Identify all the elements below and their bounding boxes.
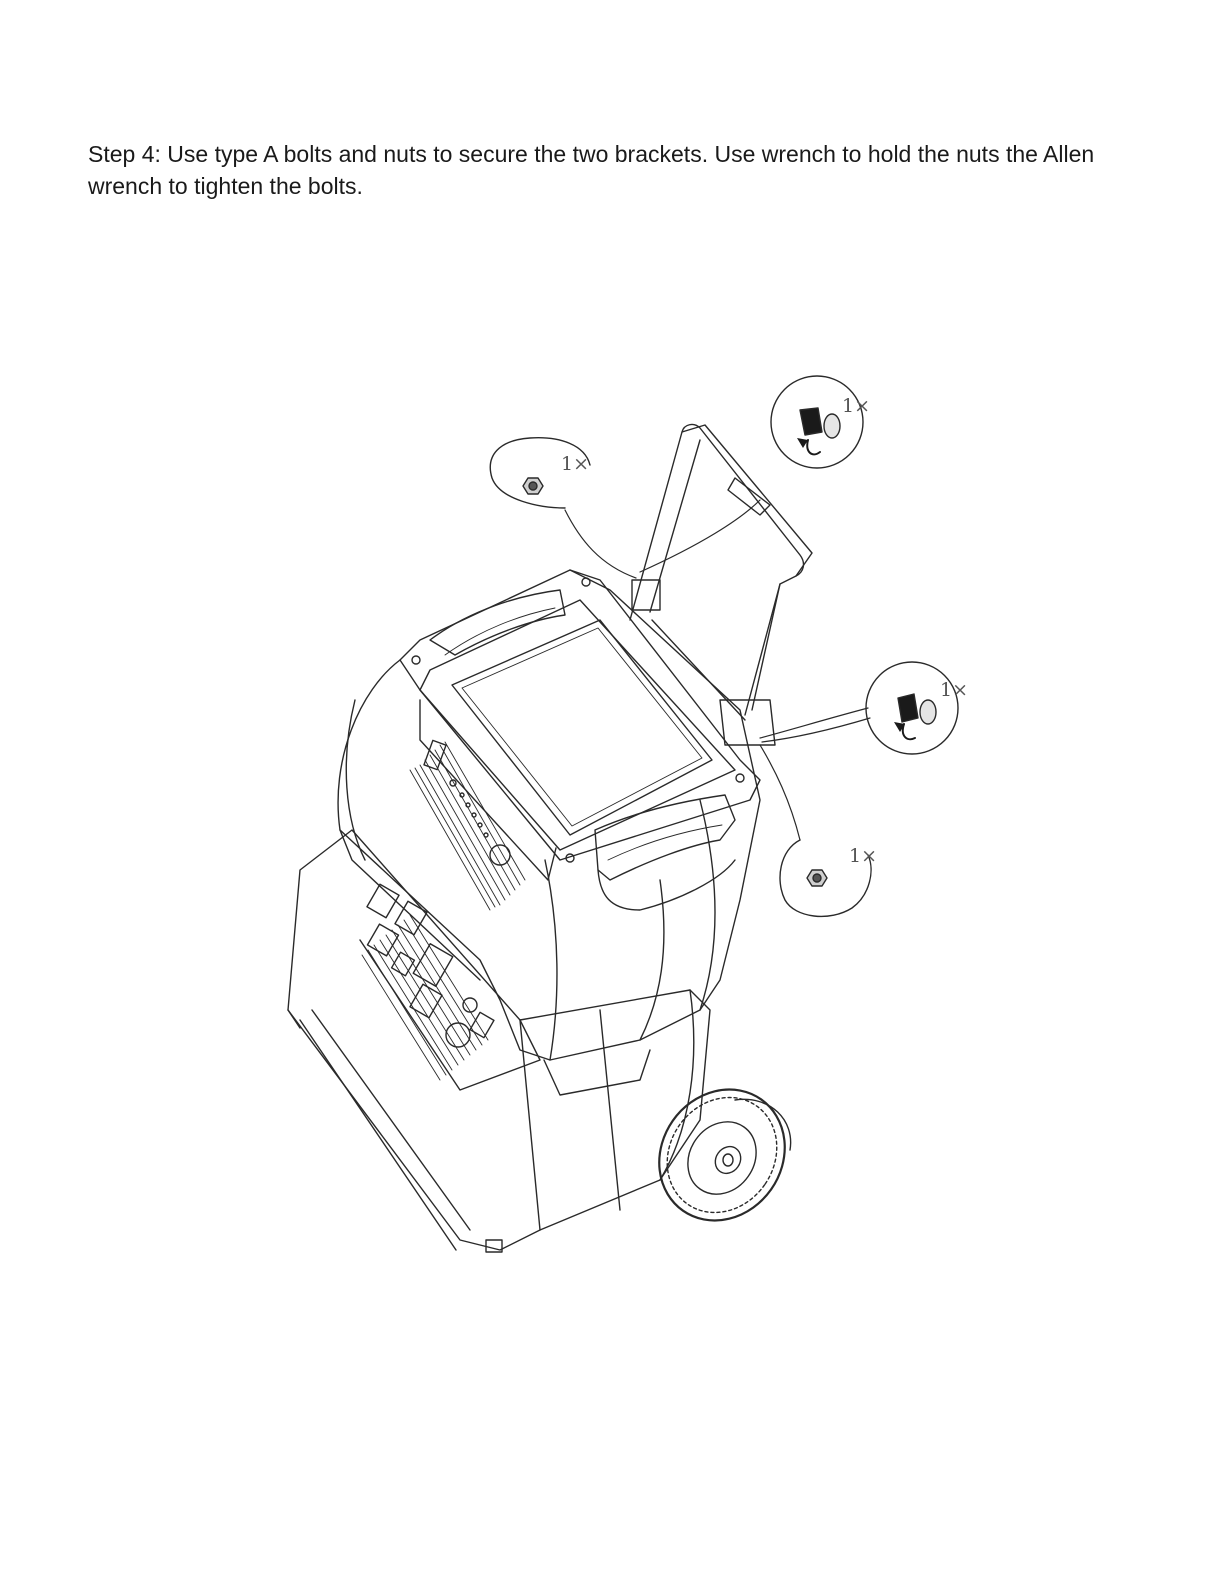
callout-leaders	[565, 500, 870, 840]
wheel	[634, 1065, 810, 1245]
callout-nut-bottom-right: 1×	[780, 840, 877, 916]
qty-label: 1×	[842, 395, 870, 417]
nut-icon	[807, 870, 827, 886]
callout-bolt-right: 1×	[866, 662, 968, 754]
callout-bolt-top-right: 1×	[771, 376, 870, 468]
nut-icon	[523, 478, 543, 494]
qty-label: 1×	[561, 453, 589, 475]
callout-nut-top-left: 1×	[490, 438, 590, 508]
allen-bolt-icon	[894, 694, 936, 739]
upper-unit	[338, 570, 760, 1060]
lower-unit	[288, 830, 710, 1252]
qty-label: 1×	[849, 845, 877, 867]
telescoping-handle	[630, 425, 812, 745]
allen-bolt-icon	[797, 408, 840, 454]
qty-label: 1×	[940, 679, 968, 701]
